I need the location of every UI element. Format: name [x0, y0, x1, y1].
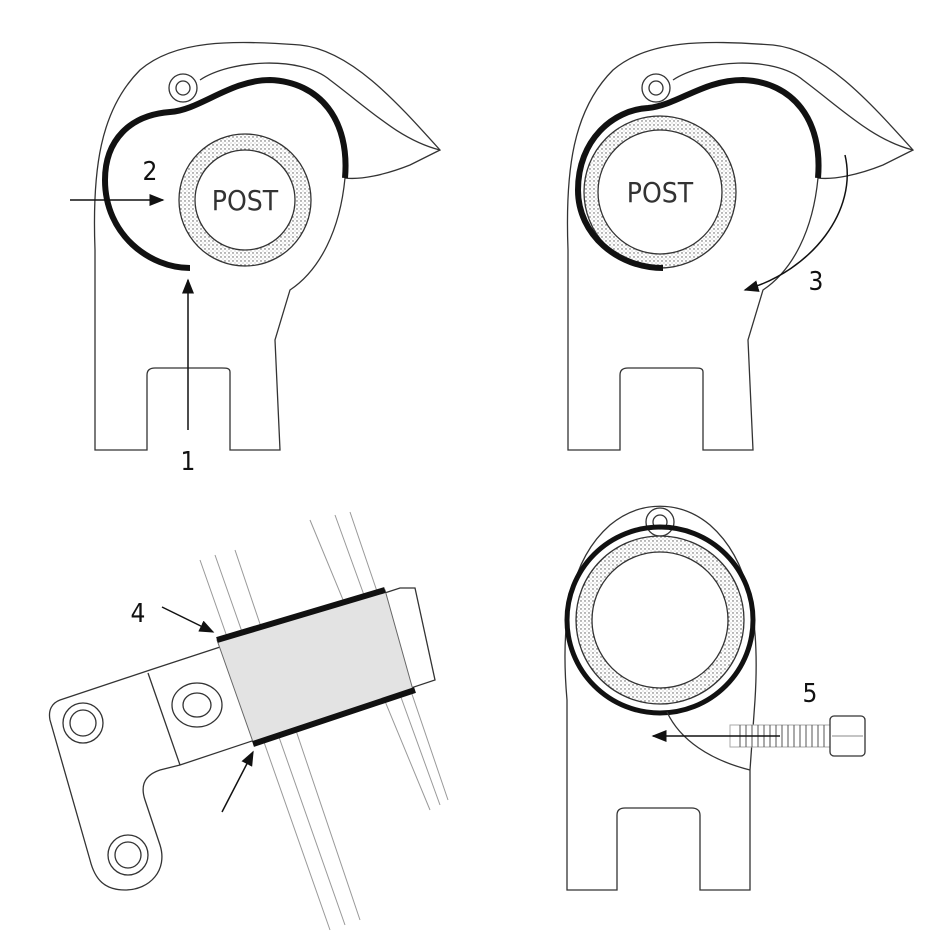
arrow-3 [743, 154, 848, 292]
pivot-outer [645, 507, 675, 537]
arrow-4-bottom [221, 750, 254, 813]
bolt-hole [62, 702, 104, 744]
step-4-label: 4 [131, 599, 146, 629]
strap [574, 76, 822, 271]
pivot-outer [641, 73, 671, 103]
screw-recess [182, 692, 212, 718]
bolt-hole-inner [69, 709, 97, 737]
bracket [48, 587, 436, 891]
panel-step-5: 5 [564, 505, 866, 891]
post-label: POST [627, 176, 694, 209]
post-circle [194, 149, 296, 251]
lever [672, 62, 914, 151]
clamp-body [93, 41, 442, 451]
panel-step-3: POST 3 [566, 41, 915, 451]
post-circle [591, 551, 729, 689]
strap [101, 76, 349, 271]
step-3-label: 3 [809, 267, 824, 297]
clamp-slit [666, 711, 751, 771]
bend-line [147, 672, 181, 766]
pivot-outer [168, 73, 198, 103]
post-circle [597, 129, 723, 255]
step-1-label: 1 [181, 447, 196, 477]
pivot-inner [648, 80, 664, 96]
strap-bottom [252, 687, 416, 747]
step-5-label: 5 [803, 679, 818, 709]
arrow-4-top [161, 606, 215, 633]
panel-step-1-2: POST 2 1 [70, 41, 442, 477]
strap [564, 524, 756, 716]
lever [199, 62, 441, 151]
post-label: POST [212, 184, 279, 217]
strap-top [216, 587, 386, 643]
clamp-body [566, 41, 915, 451]
panel-step-4: 4 [48, 511, 449, 931]
bolt-hole-inner [114, 841, 142, 869]
step-2-label: 2 [143, 157, 158, 187]
pivot-inner [175, 80, 191, 96]
screw-head [171, 682, 223, 728]
bolt-hole [107, 834, 149, 876]
